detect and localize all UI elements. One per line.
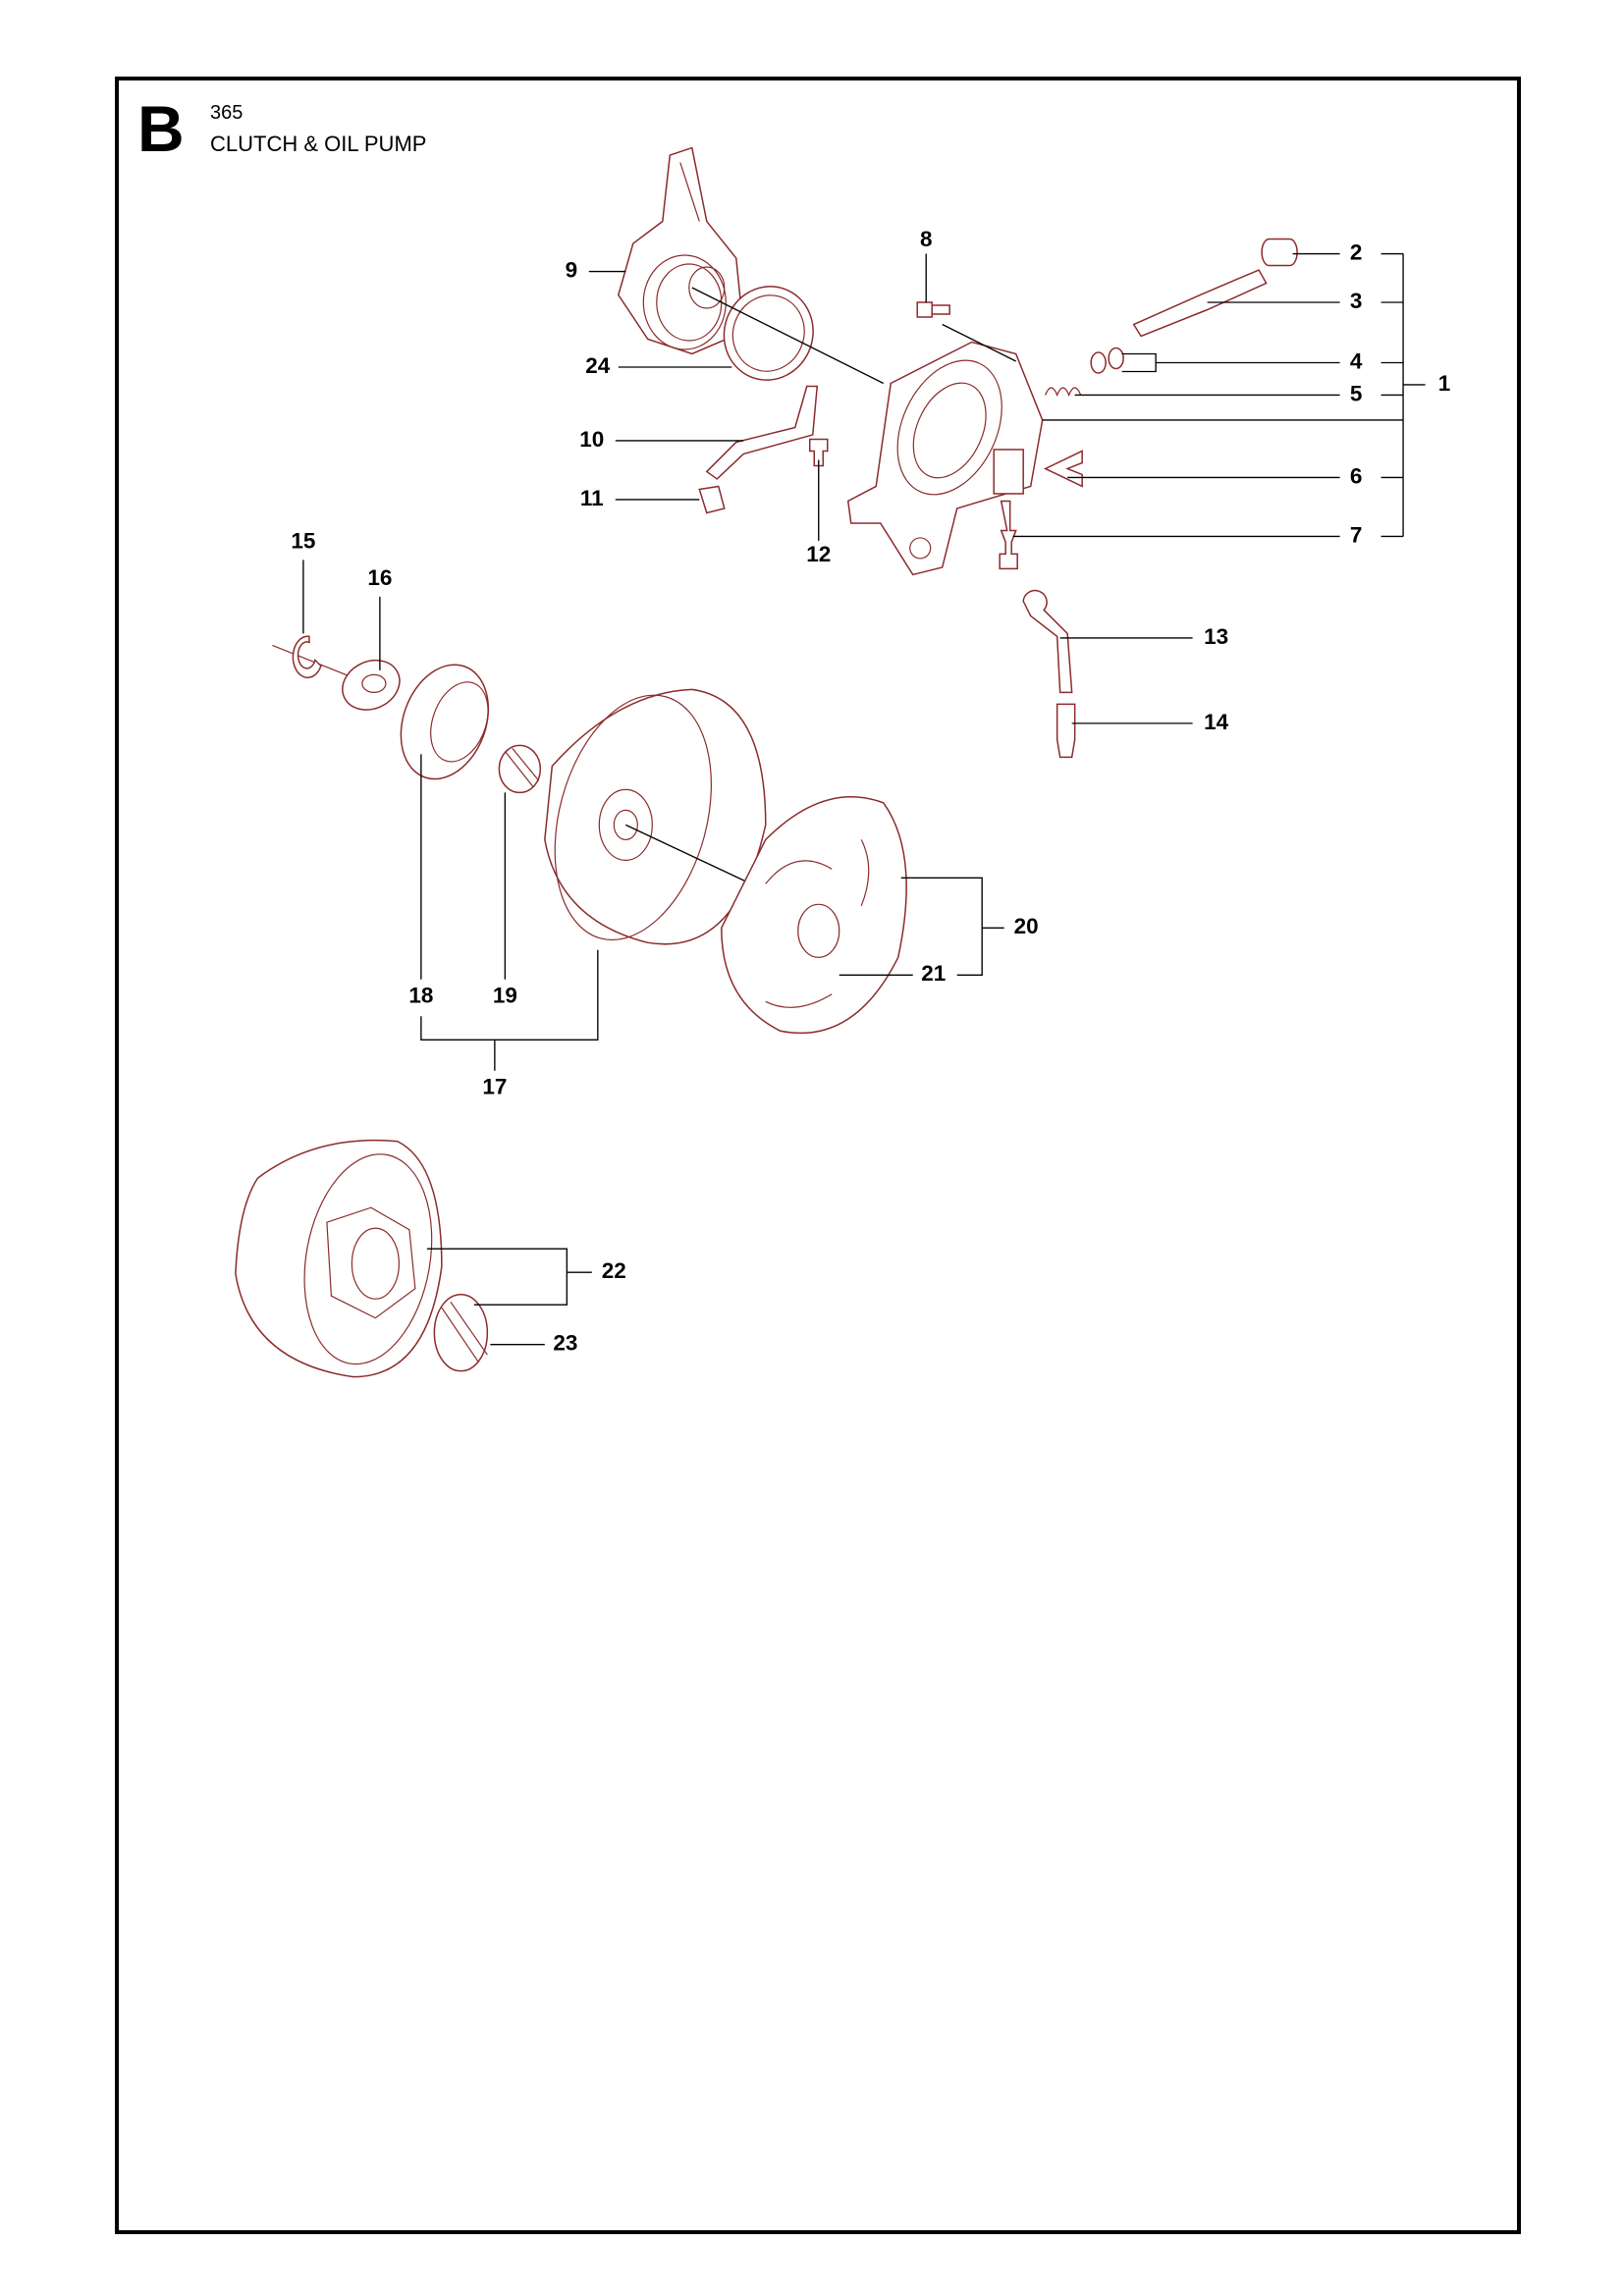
part-19-needle-bearing xyxy=(498,744,542,794)
label-14: 14 xyxy=(1204,710,1229,734)
label-18: 18 xyxy=(408,984,433,1008)
part-5-spring xyxy=(1045,387,1082,398)
label-17: 17 xyxy=(482,1075,507,1099)
part-3-shaft xyxy=(1132,269,1268,338)
part-24-ring xyxy=(723,286,814,381)
label-21: 21 xyxy=(921,961,946,986)
label-16: 16 xyxy=(367,565,392,590)
label-12: 12 xyxy=(806,542,831,566)
label-7: 7 xyxy=(1350,522,1363,547)
label-23: 23 xyxy=(553,1331,577,1356)
part-10-oil-pipe xyxy=(705,385,819,480)
label-6: 6 xyxy=(1350,463,1363,488)
part-8-screw xyxy=(916,301,950,318)
label-19: 19 xyxy=(493,984,517,1008)
part-4-washers xyxy=(1090,351,1107,374)
leader-lines xyxy=(302,252,1426,1346)
diagram-title: CLUTCH & OIL PUMP xyxy=(210,132,427,156)
section-letter: B xyxy=(137,92,185,165)
part-13-hose xyxy=(1022,589,1073,694)
part-6-key xyxy=(1043,450,1083,488)
part-14-hose-end xyxy=(1056,703,1076,759)
label-4: 4 xyxy=(1350,348,1363,373)
part-2-cap xyxy=(1261,238,1298,267)
part-23-needle-bearing xyxy=(433,1293,489,1372)
part-20-clutch xyxy=(721,796,907,1035)
part-1-oil-pump xyxy=(846,341,1044,576)
page-frame xyxy=(115,77,1521,2234)
model-number: 365 xyxy=(210,102,244,124)
label-8: 8 xyxy=(920,227,933,251)
label-15: 15 xyxy=(291,528,315,553)
label-10: 10 xyxy=(579,427,604,452)
label-11: 11 xyxy=(580,486,604,510)
label-13: 13 xyxy=(1204,624,1228,649)
part-15-circlip xyxy=(292,635,322,678)
part-7-valve xyxy=(999,500,1018,570)
label-22: 22 xyxy=(602,1258,626,1283)
label-20: 20 xyxy=(1014,914,1039,938)
label-24: 24 xyxy=(585,353,611,378)
label-1: 1 xyxy=(1438,371,1451,396)
part-12-screw xyxy=(809,438,829,467)
part-18-rim-sprocket xyxy=(400,664,490,780)
part-17-clutch-drum xyxy=(544,688,767,945)
label-3: 3 xyxy=(1350,289,1363,313)
label-2: 2 xyxy=(1350,240,1363,264)
part-9-worm-gear xyxy=(617,146,745,355)
label-5: 5 xyxy=(1350,381,1363,405)
part-22-drum xyxy=(235,1139,443,1378)
label-9: 9 xyxy=(566,257,578,282)
part-11-nut xyxy=(698,485,726,514)
part-16-washer xyxy=(342,659,401,711)
